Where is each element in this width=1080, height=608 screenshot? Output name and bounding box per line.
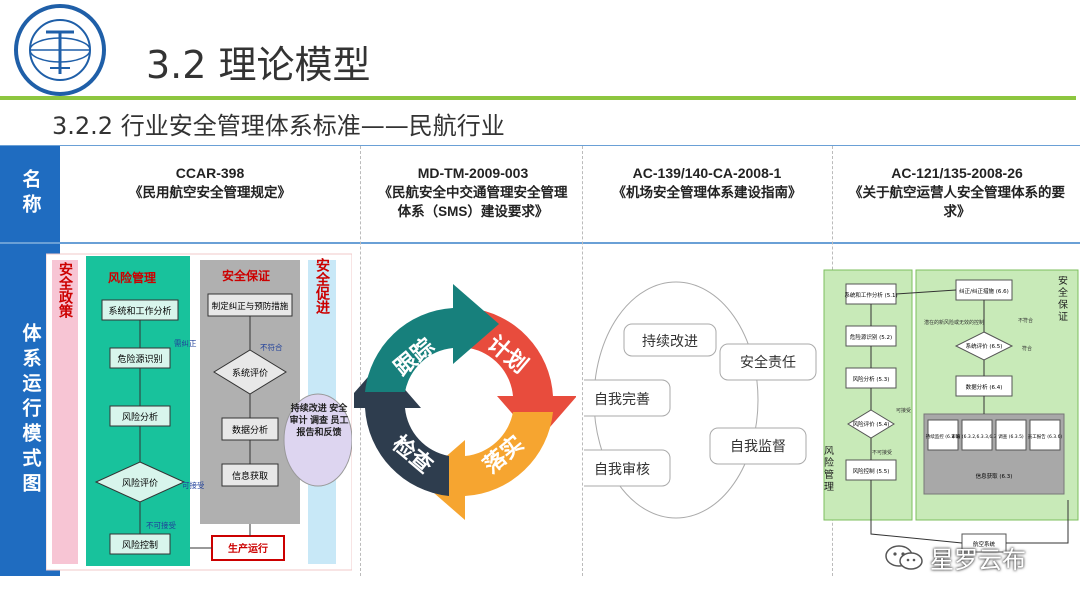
flow-note: 符合 (1022, 345, 1032, 352)
column-divider (582, 146, 583, 576)
node-label: 自我完善 (594, 392, 650, 408)
side-label: 不可接受 (146, 520, 176, 530)
column-divider (360, 146, 361, 576)
side-label: 需纠正 (174, 339, 197, 348)
info-box-label: 审核 (6.3.2,6.3.3,6.3.4) (951, 433, 1002, 440)
info-box (1029, 419, 1061, 451)
standards-table: 名称 体系运行模式图 CCAR-398 《民用航空安全管理规定》 MD-TM-2… (0, 145, 1080, 576)
safety-assurance-title: 安全保证 (222, 268, 270, 283)
node-label: 安全责任 (740, 354, 796, 371)
side-label: 不符合 (260, 342, 283, 352)
safety-policy-bar (52, 260, 78, 564)
info-box-label: 员工报告 (6.3.6) (1028, 433, 1063, 440)
cloud-label: 持续改进 安全审计 调查 员工报告和反馈 (289, 403, 349, 437)
assure-box-label: 系统评价 (232, 367, 268, 379)
row-label-name: 名称 (0, 146, 60, 242)
risk-box-label: 系统和工作分析 (108, 305, 171, 317)
info-box (927, 419, 959, 451)
page-subtitle: 3.2.2 行业安全管理体系标准——民航行业 (52, 112, 505, 140)
flow-note: 可接受 (896, 407, 911, 414)
airport-sms-diagram: 持续改进 安全责任 自我完善 自我监督 自我审核 (584, 281, 817, 519)
assure-box-label: 纠正/纠正措施 (6.6) (959, 287, 1009, 295)
assure-box-label: 信息获取 (232, 470, 268, 482)
watermark-text: 星罗云布 (930, 546, 1026, 574)
segment-check (354, 362, 449, 496)
center-node-label: 持续改进 (642, 333, 698, 350)
info-box-label: 持续监控 (6.3.1) (926, 433, 961, 440)
segment-track (365, 284, 499, 392)
segment-implement (419, 412, 553, 520)
standard-ccar-398: CCAR-398 《民用航空安全管理规定》 (129, 165, 291, 200)
flow-note: 不符合 (1018, 317, 1033, 324)
risk-management-label: 风险管理 (824, 446, 834, 493)
side-label: 可接受 (182, 480, 205, 490)
production-box (211, 535, 285, 561)
node-label: 自我审核 (594, 462, 650, 478)
risk-box-label: 风险控制 (122, 539, 158, 551)
risk-box-label: 风险评价 (122, 477, 158, 489)
segment-plan (469, 308, 576, 442)
risk-box-label: 风险评价 (5.4) (853, 420, 890, 428)
production-label: 生产运行 (228, 542, 268, 555)
risk-box-label: 风险控制 (5.5) (853, 467, 890, 475)
info-box (995, 419, 1027, 451)
safety-promotion-label: 安全促进 (314, 257, 331, 314)
risk-box-label: 系统和工作分析 (5.1) (844, 291, 897, 299)
table-row-divider (0, 242, 1080, 244)
safety-assurance-label: 安全保证 (1058, 276, 1068, 323)
title-divider (0, 96, 1076, 100)
operator-sms-diagram: 风险管理 安全保证 系统和工作分析 (5.1) 危险源识别 (5.2) 风险分析… (823, 269, 1079, 553)
assure-box-label: 数据分析 (6.4) (966, 383, 1003, 391)
flow-line (870, 480, 963, 544)
node-self-improvement (584, 379, 671, 417)
info-panel-label: 信息获取 (6.3) (976, 472, 1013, 480)
assure-box-label: 制定纠正与预防措施 (212, 301, 289, 312)
flow-note: 不可接受 (872, 449, 892, 456)
aviation-system-label: 航空系统 (973, 540, 996, 548)
info-box-label: 调查 (6.3.5) (998, 433, 1024, 440)
continuous-improvement-cloud (283, 393, 352, 487)
standard-ac-139: AC-139/140-CA-2008-1 《机场安全管理体系建设指南》 (612, 165, 802, 200)
chat-bubble-icon (885, 544, 923, 570)
flow-line (895, 289, 957, 295)
flow-note: 潜在的新风险或无效的控制 (924, 319, 984, 326)
node-label: 自我监督 (730, 439, 786, 455)
risk-box-label: 风险分析 (122, 411, 158, 423)
info-box (961, 419, 993, 451)
node-self-supervision (709, 427, 807, 465)
ccar-398-diagram: 安全政策 风险管理 系统和工作分析 危险源识别 风险分析 风险评价 风险控制 安… (46, 253, 352, 571)
page-title: 3.2 理论模型 (146, 43, 371, 87)
assure-box-label: 系统评价 (6.5) (966, 342, 1003, 350)
flow-line (1006, 500, 1069, 544)
standard-md-tm: MD-TM-2009-003 《民航安全中交通管理安全管理体系（SMS）建设要求… (378, 165, 568, 219)
university-logo (14, 4, 106, 96)
risk-box-label: 风险分析 (5.3) (853, 375, 890, 383)
node-safety-responsibility (719, 343, 817, 381)
center-node (623, 323, 717, 357)
standard-ac-121: AC-121/135-2008-26 《关于航空运营人安全管理体系的要求》 (849, 165, 1065, 219)
risk-management-title: 风险管理 (108, 270, 156, 285)
node-self-audit (584, 449, 671, 487)
assure-box-label: 数据分析 (232, 424, 268, 436)
pdca-cycle-diagram: 计划 落实 检查 跟踪 (354, 284, 576, 520)
risk-box-label: 危险源识别 (117, 353, 162, 365)
safety-policy-label: 安全政策 (57, 261, 74, 319)
risk-box-label: 危险源识别 (5.2) (850, 333, 892, 341)
watermark: 星罗云布 (884, 540, 1026, 575)
